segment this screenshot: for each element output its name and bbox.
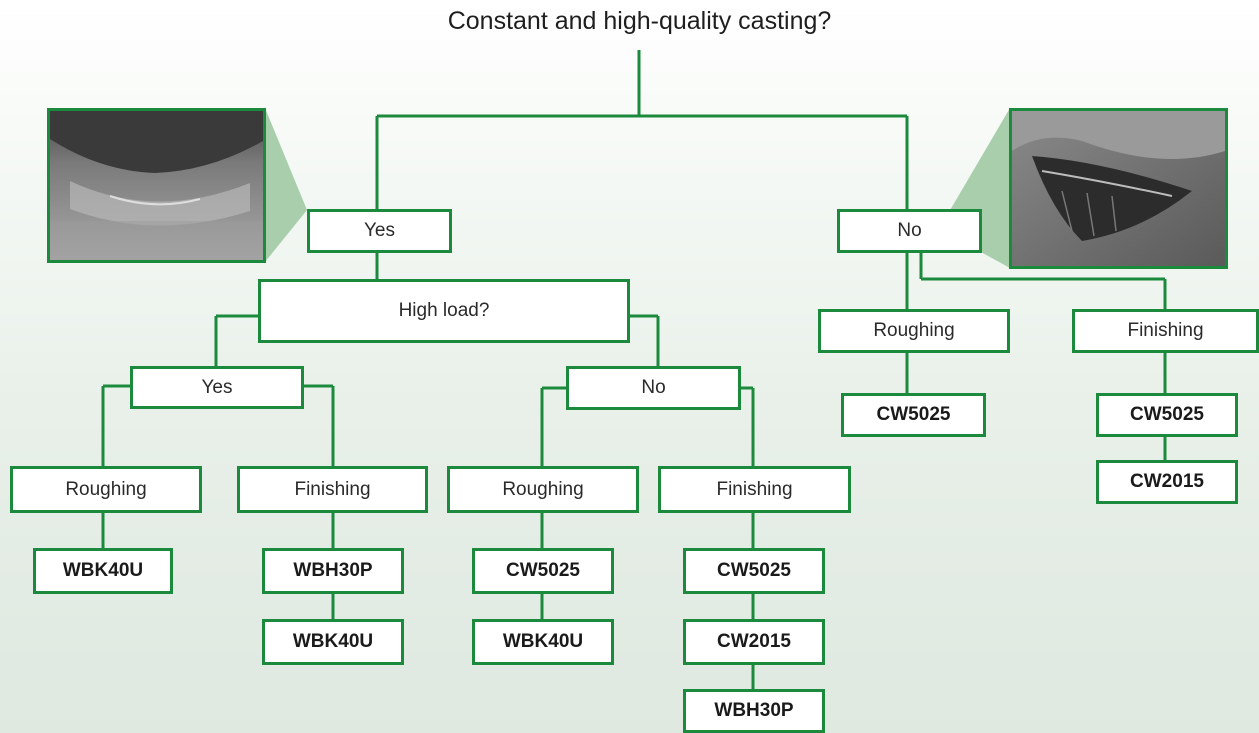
grade-box: WBK40U xyxy=(262,619,404,665)
grade-box: CW5025 xyxy=(472,548,614,594)
right-roughing-node: Roughing xyxy=(818,309,1010,353)
grade-box: CW5025 xyxy=(1096,393,1238,437)
diagram-title: Constant and high-quality casting? xyxy=(447,7,832,35)
high-load-question-node: High load? xyxy=(258,279,630,343)
high-load-yes-node: Yes xyxy=(130,366,304,409)
yes-roughing-node: Roughing xyxy=(10,466,202,513)
answer-yes-node: Yes xyxy=(307,209,452,253)
grade-box: CW2015 xyxy=(683,619,825,665)
no-roughing-node: Roughing xyxy=(447,466,639,513)
grade-box: WBH30P xyxy=(683,689,825,733)
right-micrograph-image xyxy=(1009,108,1228,269)
grade-box: CW5025 xyxy=(683,548,825,594)
no-finishing-node: Finishing xyxy=(658,466,851,513)
grade-box: WBH30P xyxy=(262,548,404,594)
grade-box: CW5025 xyxy=(841,393,986,437)
left-micrograph-image xyxy=(47,108,266,263)
grade-box: WBK40U xyxy=(33,548,173,594)
high-load-no-node: No xyxy=(566,366,741,410)
right-finishing-node: Finishing xyxy=(1072,309,1259,353)
answer-no-node: No xyxy=(837,209,982,253)
grade-box: WBK40U xyxy=(472,619,614,665)
yes-finishing-node: Finishing xyxy=(237,466,428,513)
zoom-cone-left xyxy=(265,108,307,262)
grade-box: CW2015 xyxy=(1096,460,1238,504)
